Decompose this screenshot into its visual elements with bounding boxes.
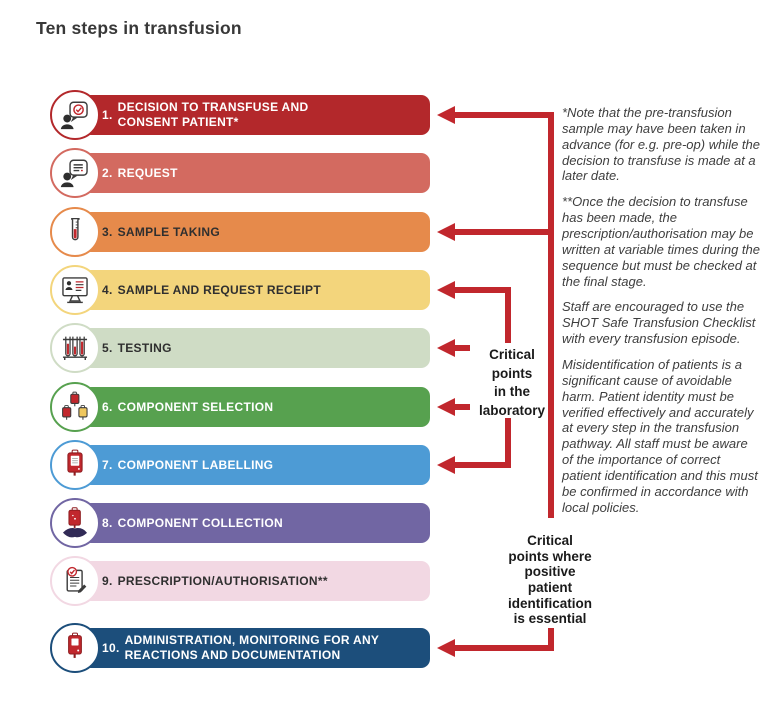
step-bar-6: 6. COMPONENT SELECTION <box>82 387 430 427</box>
note-shot-checklist: Staff are encouraged to use the SHOT Saf… <box>562 299 756 347</box>
arrow-step3-shaft <box>455 229 554 235</box>
step-icon-badge-5 <box>50 323 100 373</box>
step-bar-7: 7. COMPONENT LABELLING <box>82 445 430 485</box>
step-label: ADMINISTRATION, MONITORING FOR ANY REACT… <box>124 633 380 662</box>
arrow-step10-shaft <box>455 645 554 651</box>
test-tube-icon <box>71 218 80 241</box>
computer-monitor-icon <box>62 277 88 304</box>
step-row-7: 7. COMPONENT LABELLING <box>50 440 430 490</box>
step-label: COMPONENT SELECTION <box>117 399 274 414</box>
step-number: 9. <box>102 574 113 588</box>
step-row-8: 8. COMPONENT COLLECTION <box>50 498 430 548</box>
prescription-clipboard-icon <box>66 566 87 594</box>
person-request-bubble-icon <box>60 159 88 188</box>
step-bar-10: 10. ADMINISTRATION, MONITORING FOR ANY R… <box>82 628 430 668</box>
page-title: Ten steps in transfusion <box>36 18 242 38</box>
step-number: 7. <box>102 458 113 472</box>
arrow-step10-head <box>437 639 455 657</box>
note-pretransfusion-sample: *Note that the pre-transfusion sample ma… <box>562 105 760 184</box>
ppid-connector-line <box>548 112 554 518</box>
step-icon-badge-1 <box>50 90 100 140</box>
arrow-step6-shaft <box>455 404 470 410</box>
lab-connector-top <box>505 287 511 343</box>
person-consent-bubble-icon <box>60 101 88 130</box>
step-icon-badge-9 <box>50 556 100 606</box>
step-bar-9: 9. PRESCRIPTION/AUTHORISATION** <box>82 561 430 601</box>
blood-bag-icon <box>68 632 82 658</box>
step-label: TESTING <box>117 340 172 355</box>
step-label: PRESCRIPTION/AUTHORISATION** <box>117 573 328 588</box>
arrow-step7-shaft <box>455 462 511 468</box>
step-label: SAMPLE TAKING <box>117 224 220 239</box>
step-label: COMPONENT LABELLING <box>117 457 274 472</box>
arrow-step10-stub <box>548 628 554 651</box>
step-bar-3: 3. SAMPLE TAKING <box>82 212 430 252</box>
step-number: 6. <box>102 400 113 414</box>
side-notes: *Note that the pre-transfusion sample ma… <box>562 105 760 526</box>
lab-connector-bottom <box>505 418 511 468</box>
arrow-step4-shaft <box>455 287 511 293</box>
labelled-blood-bag-icon <box>67 449 83 476</box>
step-icon-badge-10 <box>50 623 100 673</box>
step-icon-badge-3 <box>50 207 100 257</box>
step-row-1: 1. DECISION TO TRANSFUSE AND CONSENT PAT… <box>50 90 430 140</box>
note-misidentification: Misidentification of patients is a signi… <box>562 357 758 515</box>
step-icon-badge-6 <box>50 382 100 432</box>
test-tube-rack-icon <box>62 336 88 361</box>
arrow-step4-head <box>437 281 455 299</box>
step-bar-8: 8. COMPONENT COLLECTION <box>82 503 430 543</box>
step-number: 5. <box>102 341 113 355</box>
step-row-4: 4. SAMPLE AND REQUEST RECEIPT <box>50 265 430 315</box>
ppid-critical-label: Critical points where positive patient i… <box>508 533 592 627</box>
blood-bags-icon <box>62 391 88 420</box>
step-number: 10. <box>102 641 120 655</box>
step-number: 4. <box>102 283 113 297</box>
step-bar-5: 5. TESTING <box>82 328 430 368</box>
step-number: 2. <box>102 166 113 180</box>
step-icon-badge-8 <box>50 498 100 548</box>
step-number: 8. <box>102 516 113 530</box>
step-row-3: 3. SAMPLE TAKING <box>50 207 430 257</box>
step-row-6: 6. COMPONENT SELECTION <box>50 382 430 432</box>
arrow-step1-head <box>437 106 455 124</box>
step-row-5: 5. TESTING <box>50 323 430 373</box>
note-prescription-timing: **Once the decision to transfuse has bee… <box>562 194 760 289</box>
lab-critical-label: Critical points in the laboratory <box>478 347 546 418</box>
step-label: REQUEST <box>117 165 178 180</box>
step-row-10: 10. ADMINISTRATION, MONITORING FOR ANY R… <box>50 623 430 673</box>
step-label: COMPONENT COLLECTION <box>117 515 283 530</box>
step-row-9: 9. PRESCRIPTION/AUTHORISATION** <box>50 556 430 606</box>
step-label: DECISION TO TRANSFUSE AND CONSENT PATIEN… <box>117 100 309 129</box>
step-number: 3. <box>102 225 113 239</box>
step-row-2: 2. REQUEST <box>50 148 430 198</box>
arrow-step3-head <box>437 223 455 241</box>
step-number: 1. <box>102 108 113 122</box>
step-label: SAMPLE AND REQUEST RECEIPT <box>117 282 321 297</box>
step-bar-1: 1. DECISION TO TRANSFUSE AND CONSENT PAT… <box>82 95 430 135</box>
hand-blood-bag-icon <box>62 507 88 538</box>
step-bar-2: 2. REQUEST <box>82 153 430 193</box>
step-bar-4: 4. SAMPLE AND REQUEST RECEIPT <box>82 270 430 310</box>
arrow-step5-shaft <box>455 345 470 351</box>
step-icon-badge-4 <box>50 265 100 315</box>
step-icon-badge-7 <box>50 440 100 490</box>
arrow-step1-shaft <box>455 112 554 118</box>
step-icon-badge-2 <box>50 148 100 198</box>
arrow-step7-head <box>437 456 455 474</box>
